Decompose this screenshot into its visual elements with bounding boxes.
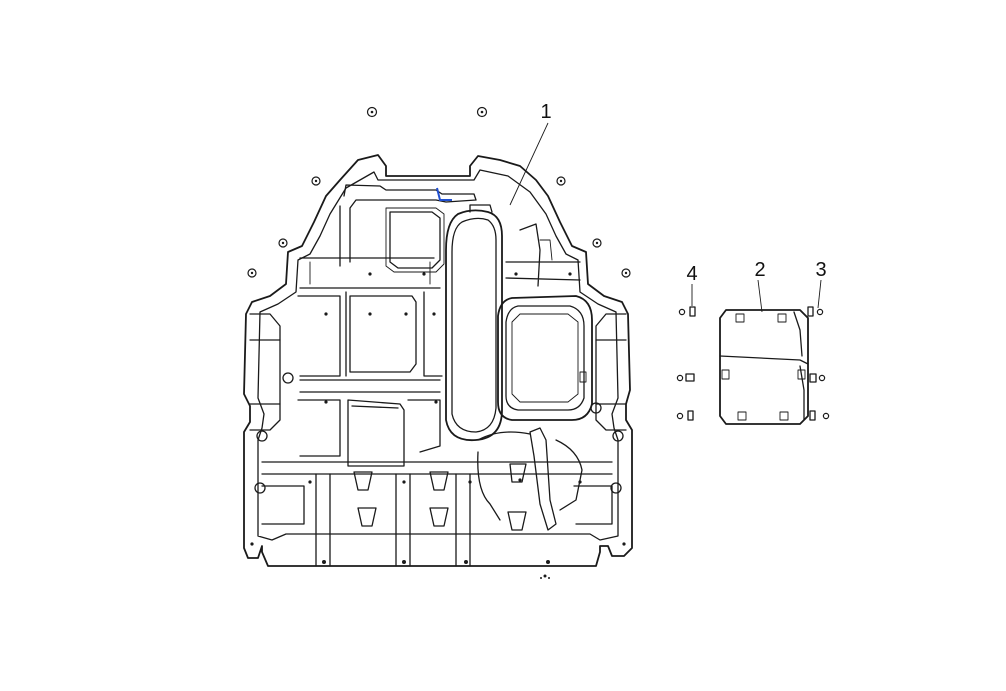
bolt-icon: [621, 268, 631, 278]
callout-labels: 1 2 3 4: [540, 101, 826, 285]
clip-icon: [678, 306, 696, 317]
callout-label-1: 1: [540, 101, 551, 123]
bolt-icon: [247, 268, 257, 278]
cover-fasteners: [676, 306, 830, 421]
bolt-icon: [278, 238, 288, 248]
bolt-icon: [476, 106, 488, 118]
callout-label-2: 2: [754, 259, 765, 281]
bolt-icon: [809, 410, 830, 421]
bolt-icon: [311, 176, 321, 186]
bolt-icon: [540, 574, 550, 579]
mounting-bolts: [247, 106, 631, 579]
panel-fasteners: [250, 272, 626, 564]
clip-icon: [676, 410, 694, 421]
main-skid-plate: [243, 154, 633, 567]
bolt-icon: [556, 176, 566, 186]
callout-label-4: 4: [686, 263, 697, 285]
bolt-icon: [592, 238, 602, 248]
access-cover-plate: [719, 309, 809, 425]
callout-label-3: 3: [815, 259, 826, 281]
drain-funnels: [353, 463, 527, 531]
bolt-icon: [809, 373, 826, 383]
bolt-icon: [366, 106, 378, 118]
clip-icon: [676, 373, 695, 382]
bolt-icon: [807, 306, 824, 317]
callout-leaders: [509, 122, 822, 313]
